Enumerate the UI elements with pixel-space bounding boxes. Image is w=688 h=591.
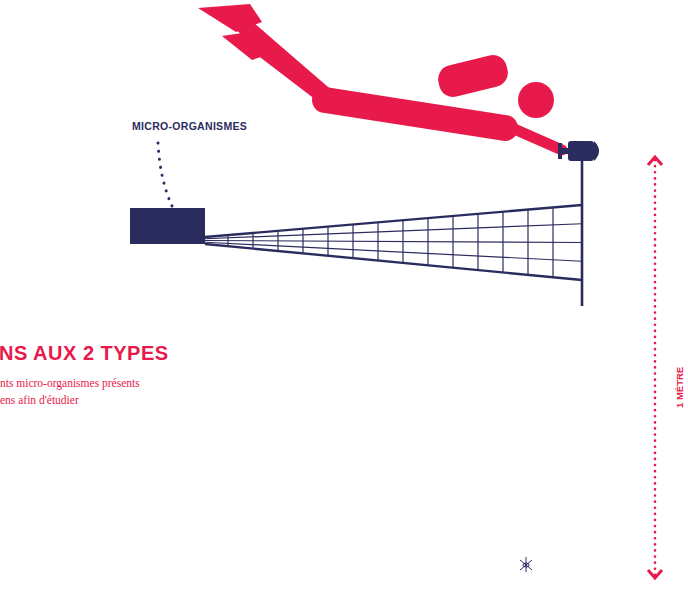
net-mesh (205, 241, 582, 243)
plankton-net (205, 158, 582, 306)
diver-silhouette (198, 4, 562, 150)
net-edge (205, 244, 582, 280)
organism-icon (520, 557, 532, 572)
dimension-label: 1 MÈTRE (674, 367, 685, 408)
leader-line (158, 143, 172, 206)
body-text: ens afin d'étudier (0, 394, 79, 406)
net-edge (205, 205, 582, 237)
callout-label: MICRO-ORGANISMES (132, 120, 247, 132)
body-text: nts micro-organismes présents (0, 377, 140, 389)
collector-box (130, 208, 205, 244)
sampling-device (558, 141, 599, 161)
net-mesh (205, 242, 582, 261)
dimension-arrow (648, 157, 662, 578)
net-frame (581, 158, 584, 306)
section-heading: NS AUX 2 TYPES (0, 342, 169, 365)
